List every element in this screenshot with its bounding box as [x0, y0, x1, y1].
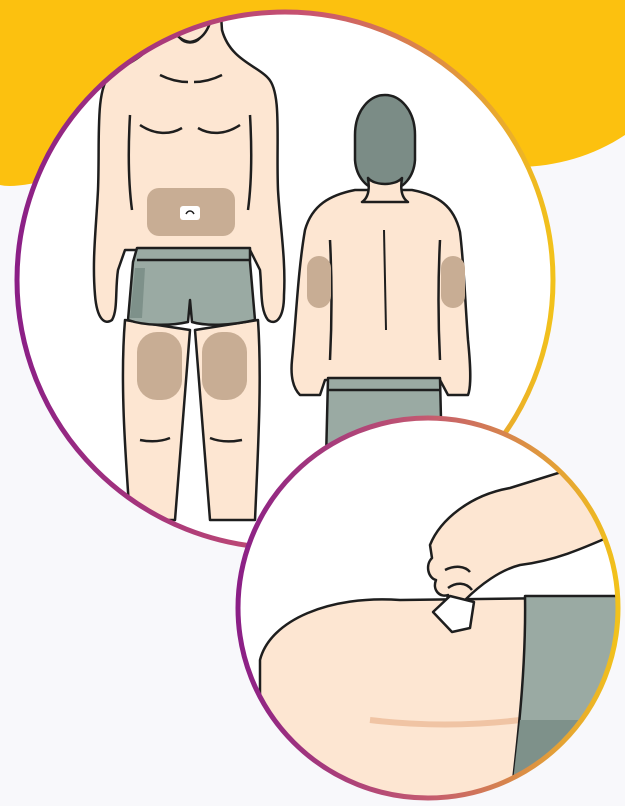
thigh-site-left	[137, 332, 182, 400]
arm-site-left	[307, 256, 331, 308]
navel-marker	[180, 206, 200, 220]
swab-detail-circle	[238, 418, 625, 800]
thigh-site-right	[202, 332, 247, 400]
arm-site-right	[441, 256, 465, 308]
